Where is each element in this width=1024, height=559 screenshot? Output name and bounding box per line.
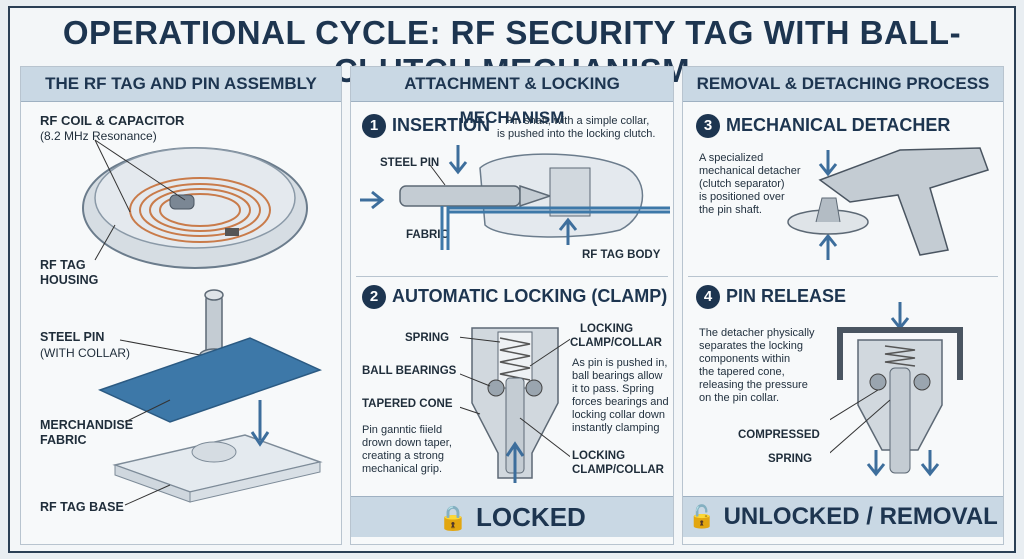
locked-label: LOCKED [476, 502, 586, 532]
ball-bearings-label: BALL BEARINGS [362, 365, 457, 377]
release-illustration [830, 302, 963, 477]
steel-pin-label: STEEL PIN [380, 157, 440, 169]
desc2-2: ball bearings allow [572, 370, 663, 382]
desc2-4: forces bearings and [572, 396, 669, 408]
desc4-6: on the pin collar. [699, 392, 780, 404]
lock-clamp-bot-2: CLAMP/COLLAR [572, 464, 664, 476]
base-label: RF TAG BASE [40, 500, 124, 514]
spring-label: SPRING [405, 332, 450, 344]
desc3-4: is positioned over [699, 191, 785, 203]
desc2-3: it to pass. Spring [572, 383, 654, 395]
unlocked-label: UNLOCKED / REMOVAL [723, 503, 998, 530]
grip-1: Pin ganntic fiield [362, 424, 443, 436]
desc4-3: components within [699, 353, 791, 365]
detacher-illustration [787, 147, 989, 260]
pin-label-1: STEEL PIN [40, 330, 105, 344]
desc2-5: locking collar down [572, 409, 665, 421]
step4-title-row: 4 PIN RELEASE [696, 285, 846, 309]
step2-title: AUTOMATIC LOCKING (CLAMP) [392, 285, 668, 306]
step3-number: 3 [696, 114, 720, 138]
coil-label: RF COIL & CAPACITOR [40, 113, 185, 128]
rf-tag-illustration [82, 139, 323, 506]
desc4-4: the tapered cone, [699, 366, 785, 378]
grip-2: drown down taper, [362, 437, 452, 449]
desc2-1: As pin is pushed in, [572, 357, 668, 369]
step3-title-row: 3 MECHANICAL DETACHER [696, 114, 950, 138]
step1-desc-2: is pushed into the locking clutch. [497, 128, 656, 140]
lock-clamp-top-1: LOCKING [580, 323, 634, 335]
col3-divider [688, 276, 998, 277]
lock-clamp-bot-1: LOCKING [572, 450, 626, 462]
fabric-label-2: FABRIC [40, 433, 87, 447]
pin-label-2: (WITH COLLAR) [40, 346, 130, 360]
compressed-label: COMPRESSED [738, 429, 820, 441]
removal-heading: REMOVAL & DETACHING PROCESS [683, 67, 1003, 102]
col2-divider [356, 276, 668, 277]
spring-label-removal: SPRING [768, 453, 813, 465]
step4-title: PIN RELEASE [726, 285, 847, 306]
lock-icon: 🔒 [438, 505, 469, 532]
step2-number: 2 [362, 285, 386, 309]
desc3-5: the pin shaft. [699, 204, 762, 216]
desc3-3: (clutch separator) [699, 178, 785, 190]
step2-title-row: 2 AUTOMATIC LOCKING (CLAMP) [362, 285, 667, 309]
step1-number: 1 [362, 114, 386, 138]
coil-sublabel: (8.2 MHz Resonance) [40, 129, 157, 143]
desc4-2: separates the locking [699, 340, 803, 352]
desc3-2: mechanical detacher [699, 165, 801, 177]
step4-number: 4 [696, 285, 720, 309]
lock-clamp-top-2: CLAMP/COLLAR [570, 337, 662, 349]
step1-title: INSERTION [392, 114, 491, 135]
fabric-label-1: MERCHANDISE [40, 418, 134, 432]
desc2-6: instantly clamping [572, 422, 660, 434]
desc4-5: releasing the pressure [699, 379, 808, 391]
step3-title: MECHANICAL DETACHER [726, 114, 951, 135]
desc4-1: The detacher physically [699, 327, 815, 339]
step1-desc-1: Pin shaft, with a simple collar, [505, 115, 650, 127]
grip-3: creating a strong [362, 450, 444, 462]
housing-label-1: RF TAG [40, 258, 86, 272]
unlock-icon: 🔓 [688, 504, 716, 529]
step1-title-row: 1 INSERTION [362, 114, 490, 138]
tag-body-label: RF TAG BODY [582, 249, 661, 261]
locking-heading: ATTACHMENT & LOCKING MECHANISM [351, 67, 673, 127]
unlocked-banner: 🔓 UNLOCKED / REMOVAL [683, 496, 1003, 537]
locking-panel: ATTACHMENT & LOCKING MECHANISM [350, 66, 674, 545]
assembly-heading: THE RF TAG AND PIN ASSEMBLY [21, 67, 341, 102]
grip-4: mechanical grip. [362, 463, 443, 475]
desc3-1: A specialized [699, 152, 764, 164]
fabric-label: FABRIC [406, 229, 449, 241]
housing-label-2: HOUSING [40, 273, 99, 287]
removal-panel: REMOVAL & DETACHING PROCESS [682, 66, 1004, 545]
insertion-illustration [360, 145, 670, 250]
clamp-illustration [460, 327, 570, 483]
tapered-cone-label: TAPERED CONE [362, 398, 453, 410]
locked-banner: 🔒 LOCKED [351, 496, 673, 537]
